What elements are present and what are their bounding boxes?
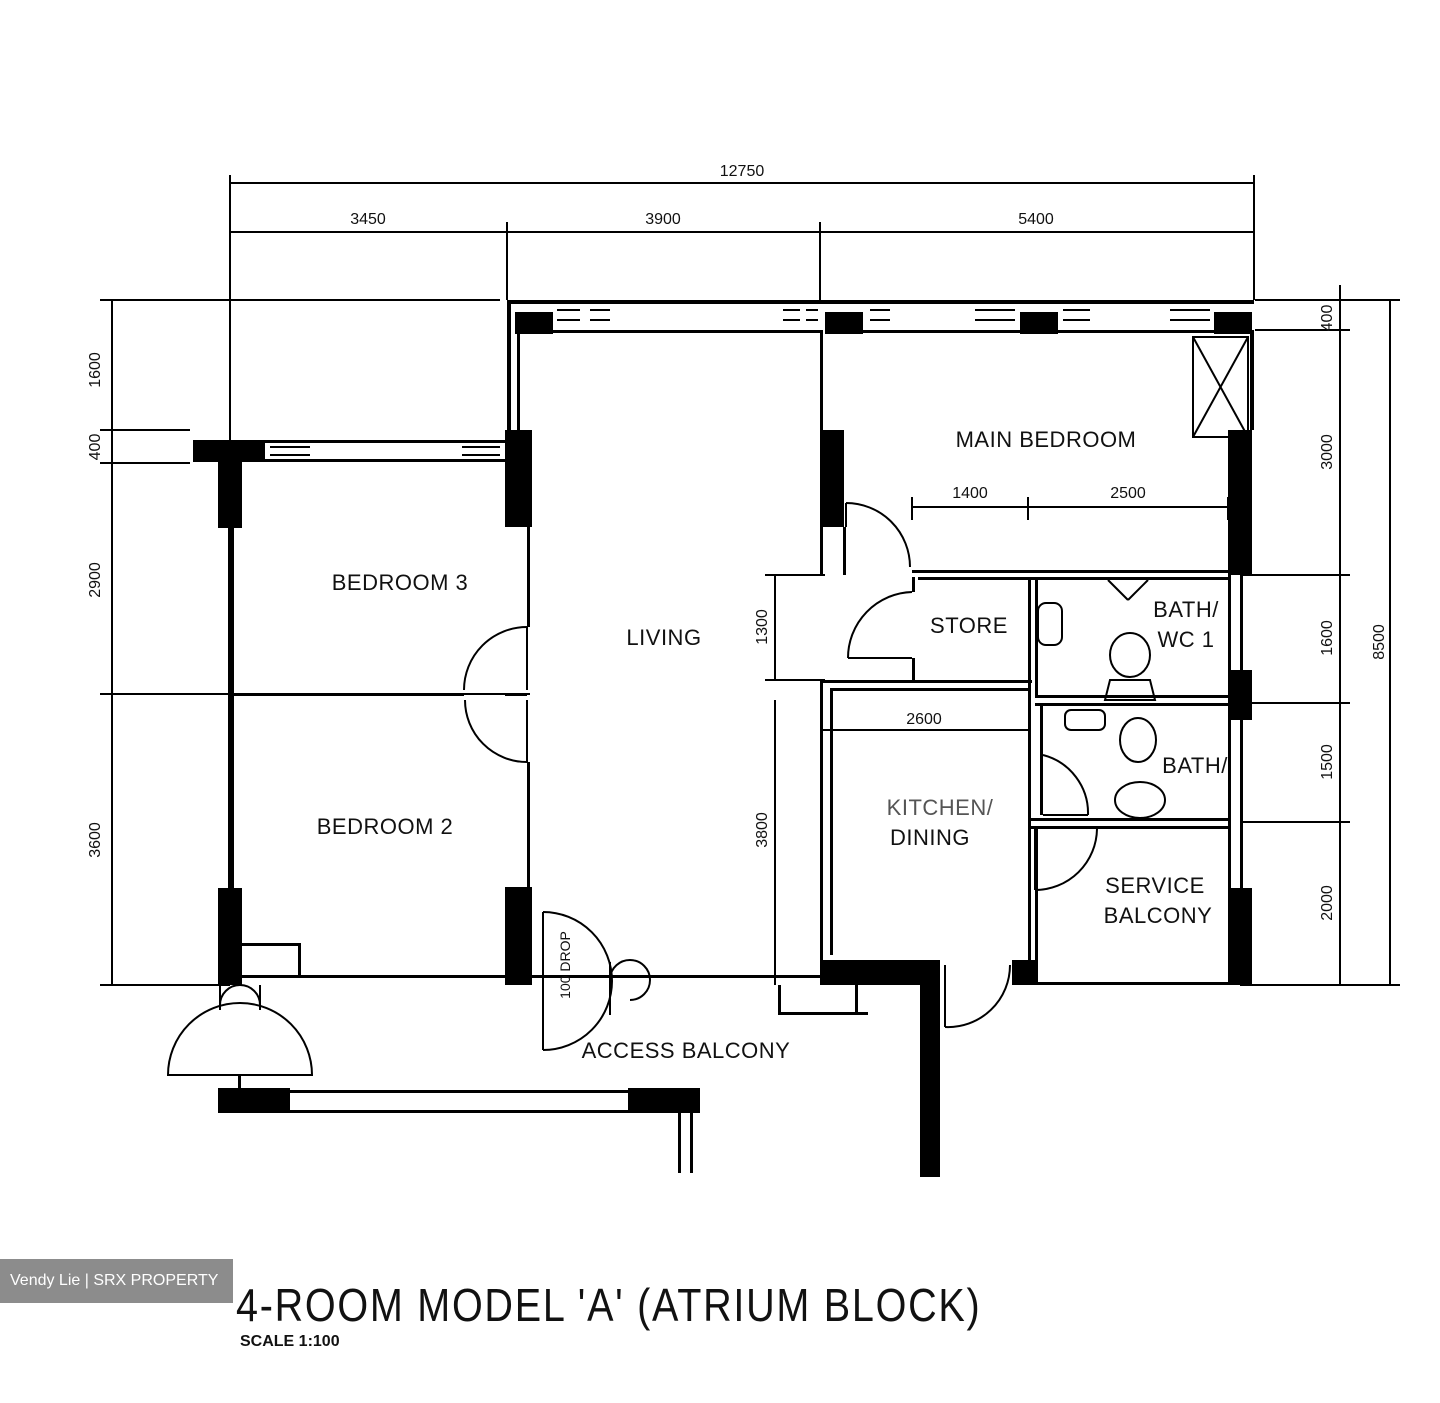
dim-left-b: 400 xyxy=(87,434,104,461)
label-living: LIVING xyxy=(626,625,701,650)
dim-right-c: 1600 xyxy=(1319,620,1336,656)
label-store: STORE xyxy=(930,613,1008,638)
dimension-labels: 12750 3450 3900 5400 1600 400 2900 3600 … xyxy=(87,163,1388,921)
dim-inner-1300: 1300 xyxy=(754,609,771,645)
label-access-balcony: ACCESS BALCONY xyxy=(582,1038,791,1063)
window-marks xyxy=(270,309,1210,456)
plan-scale: SCALE 1:100 xyxy=(240,1333,340,1350)
dim-top-total: 12750 xyxy=(720,163,765,180)
dim-inner-1400: 1400 xyxy=(952,485,988,502)
door-swings xyxy=(166,336,1249,1076)
label-kitchen-line1: KITCHEN/ xyxy=(887,795,994,820)
plan-title: 4-ROOM MODEL 'A' (ATRIUM BLOCK) xyxy=(236,1279,982,1331)
label-bath2: BATH/ xyxy=(1162,753,1228,778)
dim-left-d: 3600 xyxy=(87,822,104,858)
dim-inner-2500: 2500 xyxy=(1110,485,1146,502)
dim-right-e: 2000 xyxy=(1319,885,1336,921)
dim-right-b: 3000 xyxy=(1319,434,1336,470)
label-bedroom-2: BEDROOM 2 xyxy=(317,814,454,839)
label-bath1-line2: WC 1 xyxy=(1158,627,1215,652)
label-service-line1: SERVICE xyxy=(1105,873,1205,898)
dim-right-a: 400 xyxy=(1319,305,1336,332)
dim-left-c: 2900 xyxy=(87,562,104,598)
dim-right-d: 1500 xyxy=(1319,744,1336,780)
dimension-lines xyxy=(100,175,1400,986)
walls xyxy=(193,300,1254,1177)
dim-inner-2600: 2600 xyxy=(906,711,942,728)
label-bedroom-3: BEDROOM 3 xyxy=(332,570,469,595)
watermark-badge: Vendy Lie | SRX PROPERTY xyxy=(0,1259,233,1303)
label-main-bedroom: MAIN BEDROOM xyxy=(956,427,1137,452)
dim-right-total: 8500 xyxy=(1371,624,1388,660)
dim-top-mid: 3900 xyxy=(645,211,681,228)
label-drop-note: 100 DROP xyxy=(557,931,573,999)
bathroom-fixtures xyxy=(1037,602,1166,819)
label-kitchen-line2: DINING xyxy=(890,825,970,850)
label-service-line2: BALCONY xyxy=(1104,903,1213,928)
dim-top-right: 5400 xyxy=(1018,211,1054,228)
dim-inner-3800: 3800 xyxy=(754,812,771,848)
dim-left-a: 1600 xyxy=(87,352,104,388)
label-bath1-line1: BATH/ xyxy=(1153,597,1219,622)
room-labels: MAIN BEDROOM BEDROOM 3 BEDROOM 2 LIVING … xyxy=(317,427,1228,1063)
dim-top-left: 3450 xyxy=(350,211,386,228)
